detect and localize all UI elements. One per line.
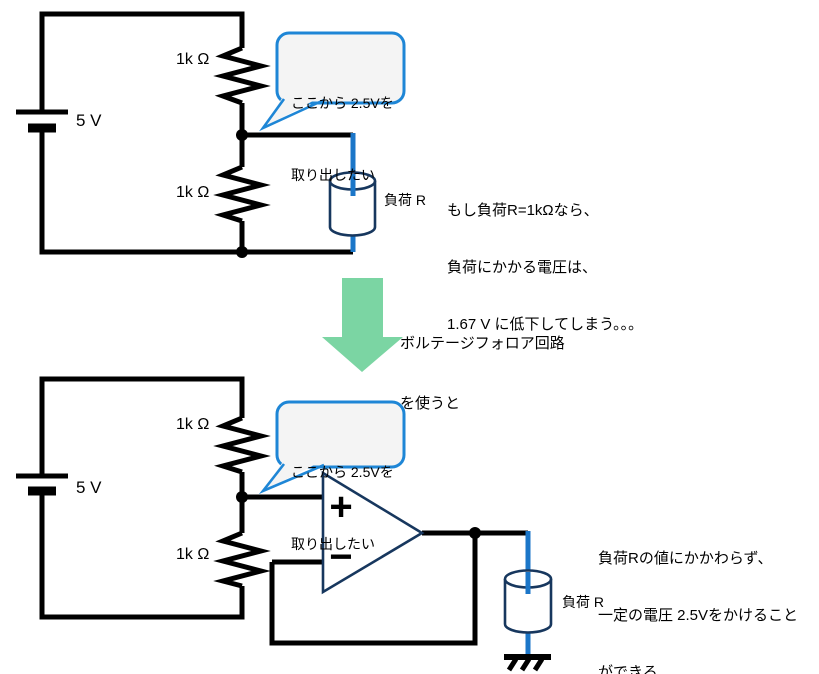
callout-bubble-box <box>275 31 406 105</box>
top-note-text: もし負荷R=1kΩなら、 負荷にかかる電圧は、 1.67 V に低下してしまう。… <box>447 163 643 372</box>
load-cylinder-body <box>503 579 553 634</box>
top-resistor-2-label: 1k Ω <box>176 184 210 201</box>
top-circuit-lower-loop-wire <box>39 128 353 255</box>
top-circuit-upper-loop-wire <box>39 11 245 112</box>
bottom-load-label: 負荷 R <box>562 594 604 610</box>
callout-line-2: 取り出したい <box>291 536 375 552</box>
bottom-circuit-lower-loop-wire <box>39 491 245 620</box>
resistor-zigzag-icon <box>213 45 271 106</box>
transition-line-1: ボルテージフォロア回路 <box>400 335 565 352</box>
callout-tail-outline <box>259 98 325 132</box>
callout-line-1: ここから 2.5Vを <box>291 464 394 480</box>
divider-node-dot <box>236 129 248 141</box>
bottom-battery-label: 5 V <box>76 478 102 497</box>
divider-node-dot <box>236 491 248 503</box>
bottom-callout-bubble <box>258 400 406 495</box>
battery-icon <box>16 109 68 133</box>
note-line-2: 負荷にかかる電圧は、 <box>447 259 598 276</box>
green-down-arrow-icon <box>322 278 403 372</box>
note-line-1: もし負荷R=1kΩなら、 <box>447 202 599 219</box>
load-cylinder-icon <box>328 171 377 237</box>
top-circuit <box>16 11 377 258</box>
callout-line-2: 取り出したい <box>291 167 375 183</box>
callout-tail-outline <box>258 463 325 495</box>
top-load-label: 負荷 R <box>384 192 426 208</box>
output-junction-dot <box>469 527 481 539</box>
note-line-3: ができる <box>598 664 658 674</box>
bottom-circuit <box>16 376 553 672</box>
callout-line-1: ここから 2.5Vを <box>291 95 394 111</box>
top-resistor-1-label: 1k Ω <box>176 51 210 68</box>
bottom-callout-text: ここから 2.5Vを 取り出したい <box>291 412 394 604</box>
bottom-node-dot <box>236 246 248 258</box>
ground-icon <box>504 654 551 672</box>
top-callout-text: ここから 2.5Vを 取り出したい <box>291 43 394 235</box>
opamp-minus-input-label: − <box>329 535 353 579</box>
transition-line-2: を使うと <box>400 395 461 412</box>
resistor-zigzag-icon <box>213 164 271 224</box>
resistor-zigzag-icon <box>213 415 271 475</box>
bottom-note-text: 負荷Rの値にかかわらず、 一定の電圧 2.5Vをかけること ができる <box>598 511 798 674</box>
battery-icon <box>16 473 68 496</box>
feedback-wire <box>269 533 478 646</box>
opamp-plus-input-label: + <box>329 485 353 529</box>
bottom-resistor-2-label: 1k Ω <box>176 546 210 563</box>
top-callout-bubble <box>259 31 406 132</box>
resistor-zigzag-icon <box>213 530 271 589</box>
note-line-1: 負荷Rの値にかかわらず、 <box>598 550 773 567</box>
top-battery-label: 5 V <box>76 111 102 130</box>
opamp-triangle-icon <box>321 470 425 595</box>
note-line-3: 1.67 V に低下してしまう。。。 <box>447 316 644 333</box>
load-cylinder-icon <box>503 569 553 634</box>
load-cylinder-body <box>328 181 377 237</box>
note-line-2: 一定の電圧 2.5Vをかけること <box>598 607 799 624</box>
bottom-resistor-1-label: 1k Ω <box>176 416 210 433</box>
ground-hatches <box>506 657 545 672</box>
bottom-circuit-upper-loop-wire <box>39 376 245 476</box>
callout-bubble-box <box>275 400 406 469</box>
transition-label: ボルテージフォロア回路 を使うと <box>400 294 565 454</box>
